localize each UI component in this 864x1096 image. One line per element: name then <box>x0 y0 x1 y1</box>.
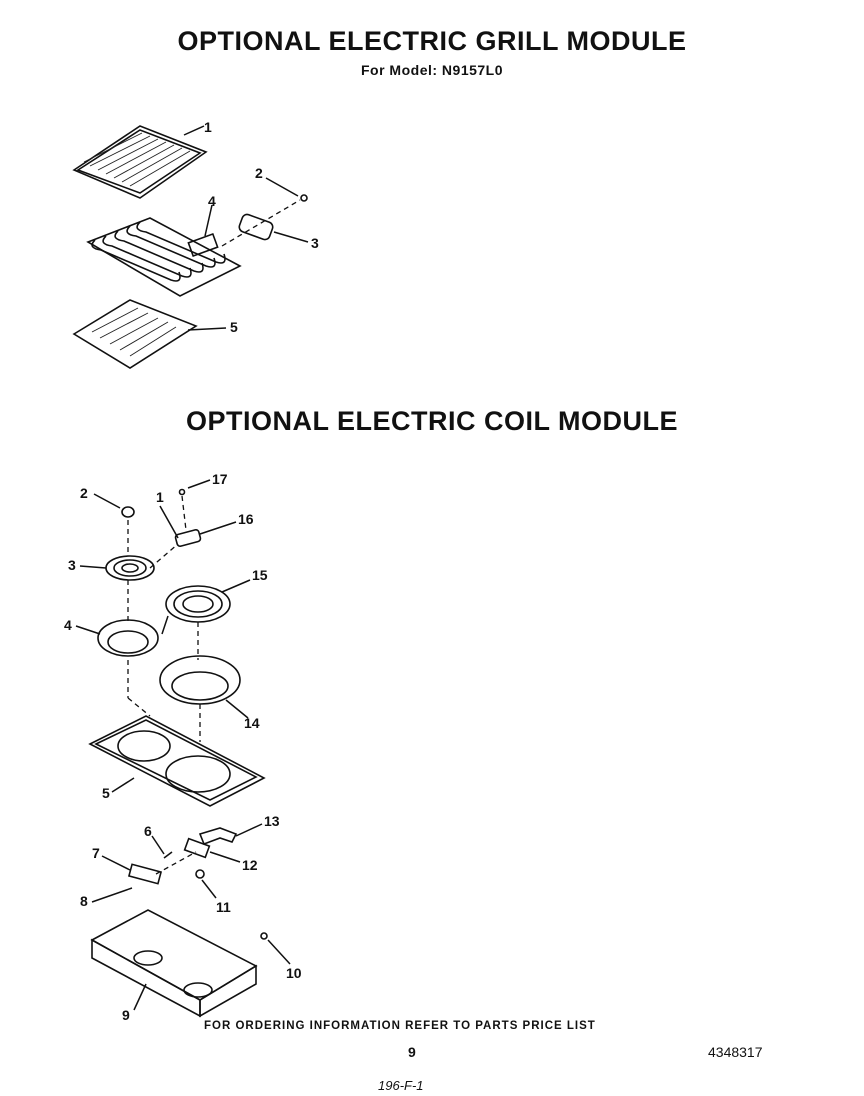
coil-callout-16: 16 <box>238 511 254 527</box>
grill-module-model: For Model: N9157L0 <box>360 62 504 78</box>
grill-screw-and-receptacle <box>221 177 309 247</box>
coil-screw <box>178 479 211 531</box>
coil-callout-13: 13 <box>264 813 280 829</box>
grill-callout-2: 2 <box>255 165 263 181</box>
coil-callout-10: 10 <box>286 965 302 981</box>
coil-callout-4: 4 <box>64 617 72 633</box>
coil-callout-5: 5 <box>102 785 110 801</box>
page-number: 9 <box>408 1044 416 1060</box>
small-drip-bowl <box>75 619 159 717</box>
coil-callout-8: 8 <box>80 893 88 909</box>
handwritten-note: 196-F-1 <box>378 1078 424 1093</box>
grill-callout-1: 1 <box>204 119 212 135</box>
coil-callout-15: 15 <box>252 567 268 583</box>
coil-callout-14: 14 <box>244 715 260 731</box>
coil-callout-2: 2 <box>80 485 88 501</box>
box-screw <box>260 932 291 965</box>
knob-cap <box>93 493 135 518</box>
coil-callout-9: 9 <box>122 1007 130 1023</box>
grill-grate <box>72 125 208 199</box>
ordering-info-note: FOR ORDERING INFORMATION REFER TO PARTS … <box>204 1020 596 1032</box>
grill-callout-5: 5 <box>230 319 238 335</box>
module-box <box>90 909 258 1018</box>
large-drip-bowl <box>159 655 249 742</box>
coil-callout-11: 11 <box>216 899 231 915</box>
cooktop-frame <box>88 715 266 807</box>
large-coil-element <box>161 579 251 660</box>
coil-callout-12: 12 <box>242 857 258 873</box>
grill-callout-4: 4 <box>208 193 216 209</box>
coil-callout-3: 3 <box>68 557 76 573</box>
connector-parts <box>91 823 263 903</box>
coil-callout-17: 17 <box>212 471 228 487</box>
small-coil-element <box>79 520 155 622</box>
grill-element <box>86 204 242 297</box>
document-number: 4348317 <box>708 1044 763 1060</box>
grill-module-title: OPTIONAL ELECTRIC GRILL MODULE <box>177 26 687 56</box>
coil-callout-6: 6 <box>144 823 152 839</box>
grill-callout-3: 3 <box>311 235 319 251</box>
coil-callout-1: 1 <box>156 489 164 505</box>
coil-receptacle <box>149 505 237 569</box>
coil-module-title: OPTIONAL ELECTRIC COIL MODULE <box>185 406 678 436</box>
coil-callout-7: 7 <box>92 845 100 861</box>
drip-pan <box>72 299 227 369</box>
